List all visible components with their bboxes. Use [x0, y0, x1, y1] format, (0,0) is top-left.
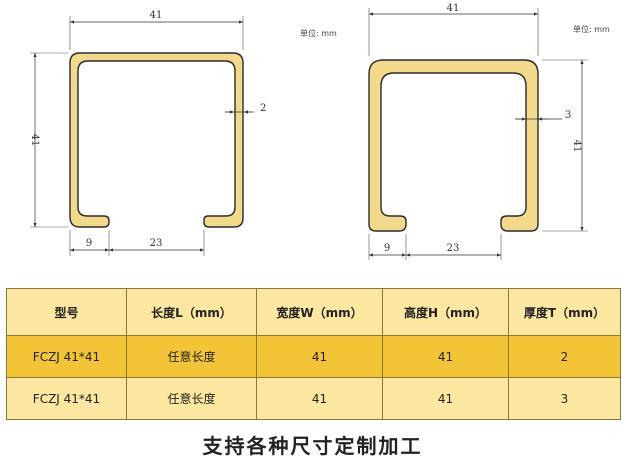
- thickness-dimension-2: 3: [565, 110, 571, 121]
- unit-label-1: 单位: mm: [300, 28, 337, 38]
- cell-length: 任意长度: [126, 335, 257, 378]
- table-row: FCZJ 41*41 任意长度 41 41 3: [6, 377, 621, 420]
- gap-dimension-2: 23: [447, 243, 460, 254]
- cell-model: FCZJ 41*41: [6, 377, 127, 420]
- cell-height: 41: [382, 335, 509, 378]
- header-height: 高度H（mm）: [382, 288, 509, 336]
- customization-caption: 支持各种尺寸定制加工: [202, 434, 423, 458]
- cell-height: 41: [382, 377, 509, 420]
- table-row: FCZJ 41*41 任意长度 41 41 2: [6, 335, 621, 378]
- cell-width: 41: [256, 377, 383, 420]
- thickness-dimension-1: 2: [260, 103, 266, 114]
- header-model: 型号: [6, 288, 127, 336]
- cell-thickness: 3: [508, 377, 621, 420]
- height-dimension-2: 41: [571, 140, 582, 153]
- cell-width: 41: [256, 335, 383, 378]
- technical-drawings: 41 41 2 9 23 单位: mm 41 41 3: [29, 3, 610, 260]
- lip-dimension-2: 9: [384, 243, 390, 254]
- cell-model: FCZJ 41*41: [6, 335, 127, 378]
- header-thickness: 厚度T（mm）: [508, 288, 621, 336]
- width-dimension-1: 41: [150, 10, 163, 21]
- gap-dimension-1: 23: [150, 238, 163, 249]
- c-channel-profile-2: [368, 59, 539, 232]
- cell-thickness: 2: [508, 335, 621, 378]
- header-length: 长度L（mm）: [126, 288, 257, 336]
- height-dimension-1: 41: [29, 134, 40, 147]
- profile-drawing-1: 41 41 2 9 23 单位: mm: [29, 10, 337, 256]
- width-dimension-2: 41: [447, 3, 460, 14]
- spec-table: 型号 长度L（mm） 宽度W（mm） 高度H（mm） 厚度T（mm） FCZJ …: [6, 288, 621, 420]
- unit-label-2: 单位: mm: [573, 24, 610, 34]
- lip-dimension-1: 9: [86, 238, 92, 249]
- cell-length: 任意长度: [126, 377, 257, 420]
- table-header-row: 型号 长度L（mm） 宽度W（mm） 高度H（mm） 厚度T（mm）: [6, 288, 621, 336]
- c-channel-profile-1: [69, 52, 244, 228]
- header-width: 宽度W（mm）: [256, 288, 383, 336]
- profile-drawing-2: 41 41 3 9 23 单位: mm: [368, 3, 610, 260]
